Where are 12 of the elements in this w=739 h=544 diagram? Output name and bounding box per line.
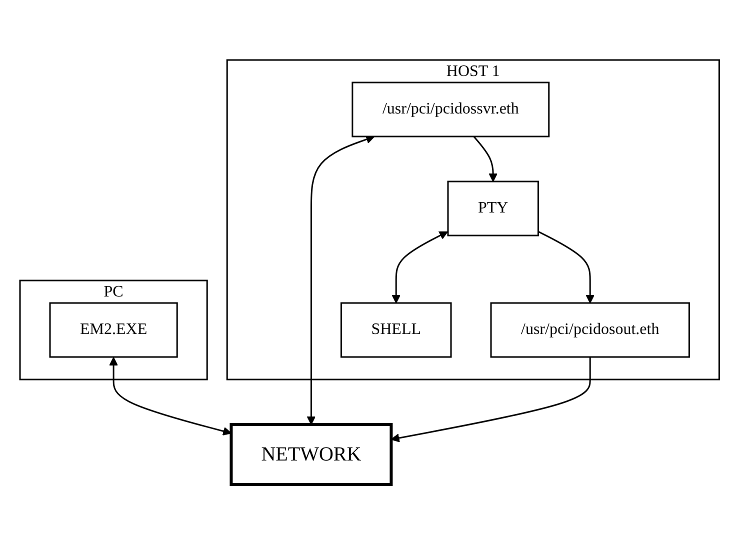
arrow: [538, 230, 594, 304]
arrow: [109, 356, 232, 436]
node-box: /usr/pci/pcidossvr.eth: [352, 82, 550, 137]
arrow: [306, 134, 375, 425]
arrow: [390, 356, 591, 442]
node-box: EM2.EXE: [49, 302, 178, 358]
node-box: SHELL: [340, 302, 452, 358]
node-box: NETWORK: [230, 422, 393, 486]
arrow: [392, 231, 448, 304]
arrow: [473, 136, 498, 182]
node-box: PTY: [447, 180, 539, 236]
node-box: /usr/pci/pcidosout.eth: [490, 302, 690, 358]
